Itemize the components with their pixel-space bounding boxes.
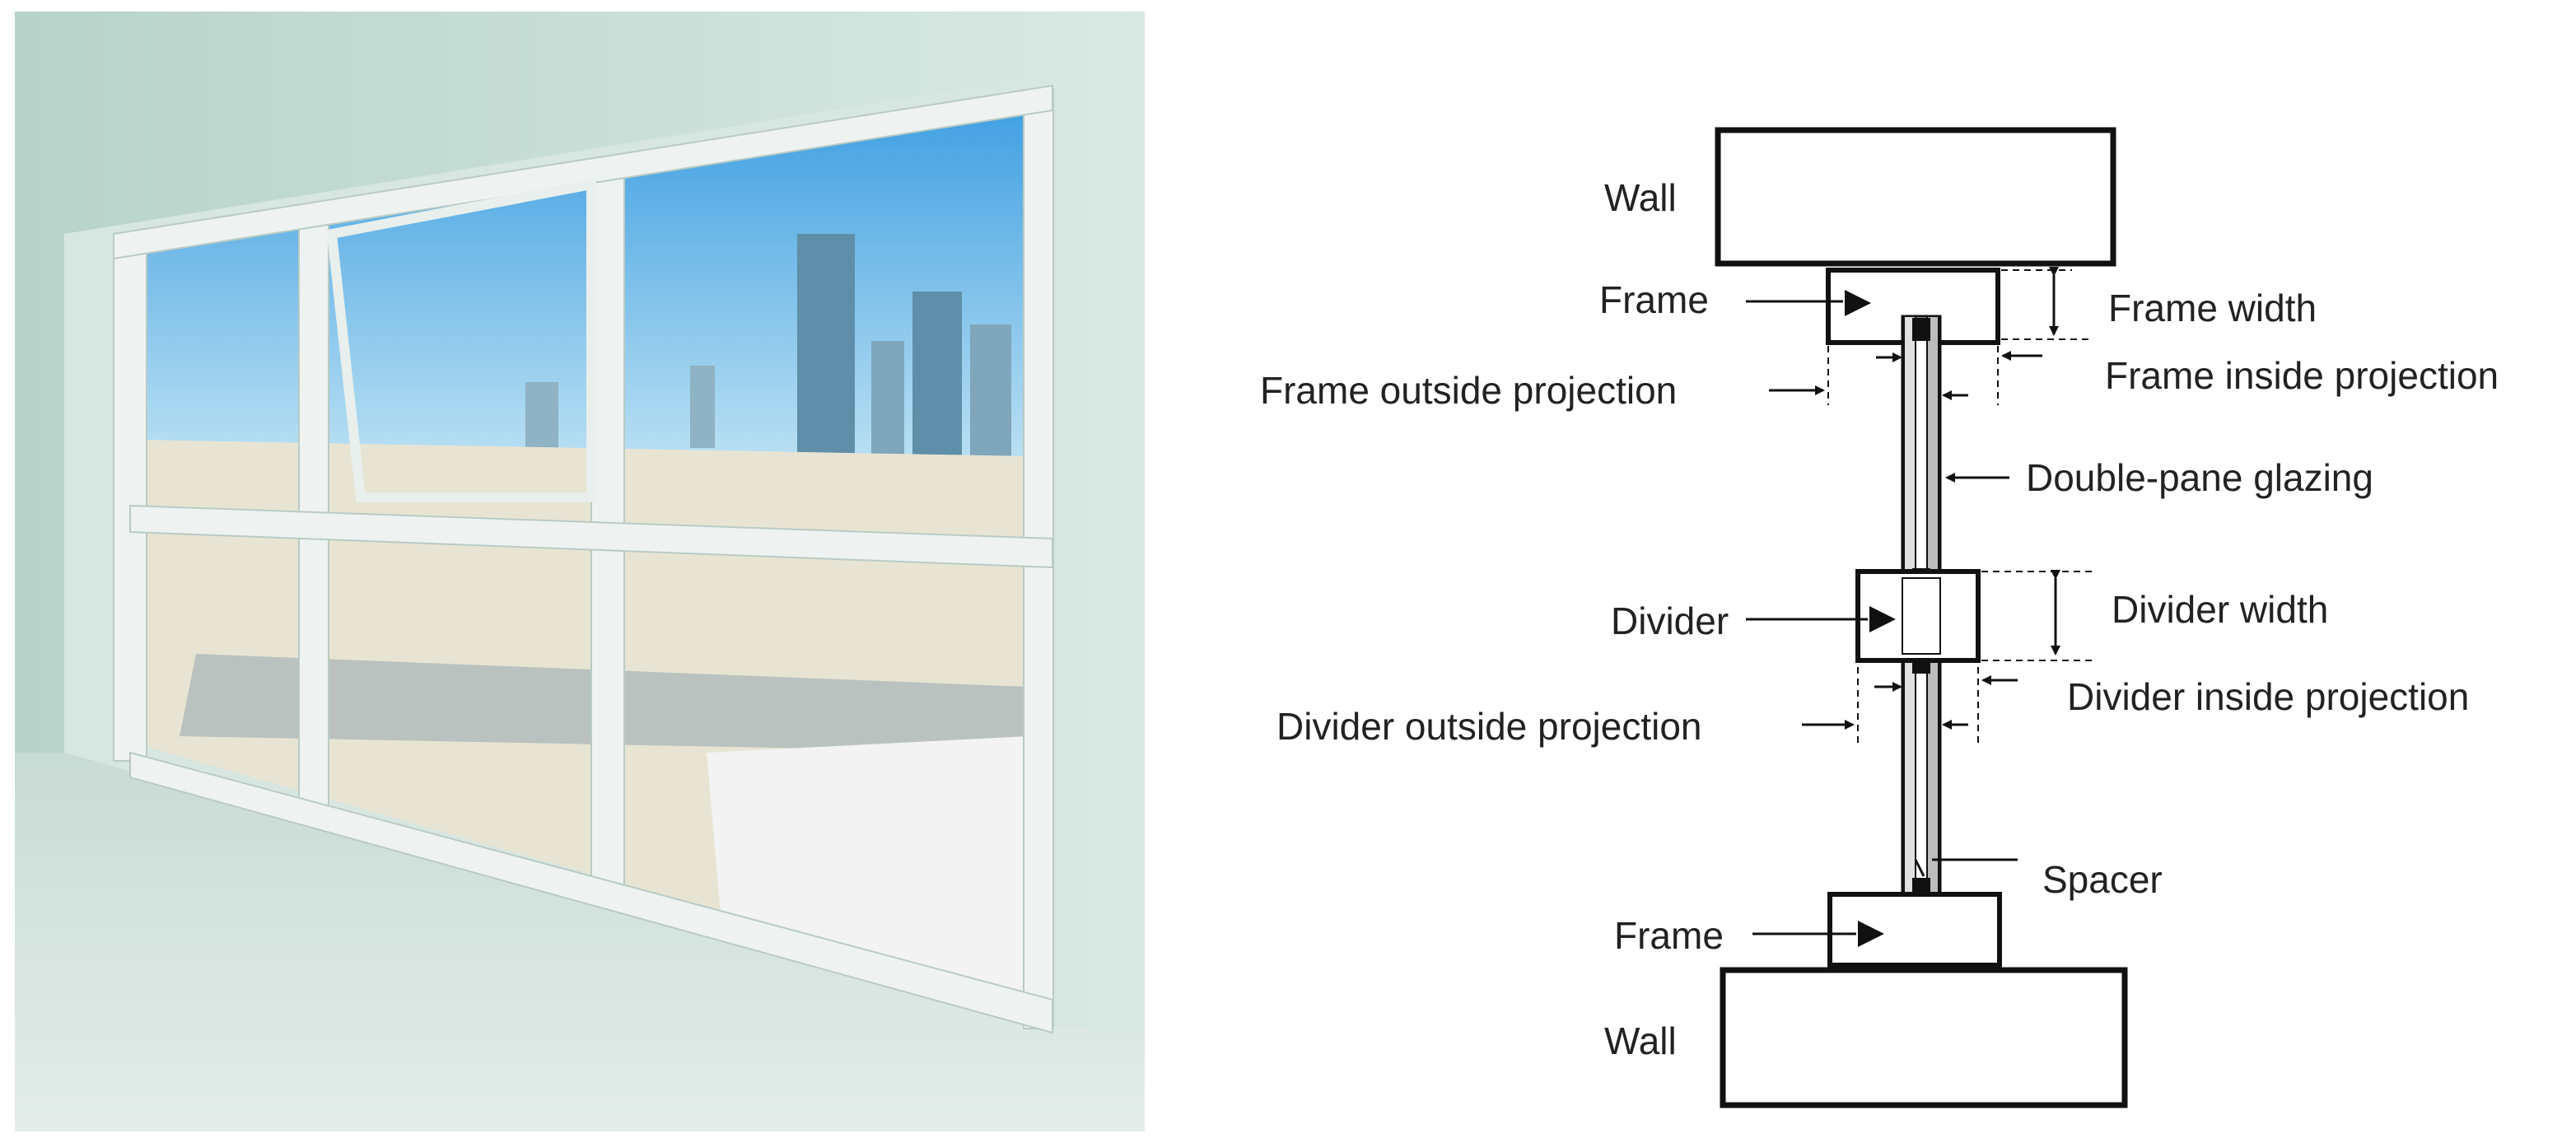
spacer-top-1 (1912, 318, 1930, 341)
wall-top-label: Wall (1604, 176, 1677, 219)
window-frame (113, 84, 1054, 1034)
double-pane-glazing-label: Double-pane glazing (2026, 456, 2373, 499)
frame-bottom-label: Frame (1614, 914, 1724, 957)
divider-outside-projection-label: Divider outside projection (1276, 705, 1702, 748)
frame-width-label: Frame width (2108, 287, 2317, 329)
frame-bottom-arrowhead (1858, 921, 1884, 947)
divider-label: Divider (1611, 599, 1729, 642)
wall-bottom-label: Wall (1604, 1019, 1677, 1062)
wall-top-box (1715, 127, 2116, 267)
frame-top-label: Frame (1599, 278, 1709, 321)
marble-floor (15, 753, 1145, 1131)
spacer-label: Spacer (2042, 858, 2163, 901)
divider-glazing-pass (1902, 577, 1941, 655)
wall-bottom-box (1720, 967, 2128, 1108)
divider-arrowhead (1869, 606, 1896, 632)
spacer-tick (1914, 859, 1925, 877)
divider-inside-projection-label: Divider inside projection (2067, 675, 2469, 718)
open-awning-sash (326, 178, 596, 502)
frame-outside-projection-label: Frame outside projection (1260, 369, 1677, 412)
city-skyline (525, 234, 1011, 456)
frame-inside-projection-label: Frame inside projection (2105, 354, 2499, 397)
frame-bottom-box (1827, 892, 2002, 968)
window-interior-photo (15, 12, 1145, 1131)
frame-top-arrowhead (1845, 290, 1871, 316)
divider-width-label: Divider width (2112, 588, 2328, 631)
window-section-diagram: Wall Frame Frame width Frame inside proj… (1260, 127, 2499, 1108)
